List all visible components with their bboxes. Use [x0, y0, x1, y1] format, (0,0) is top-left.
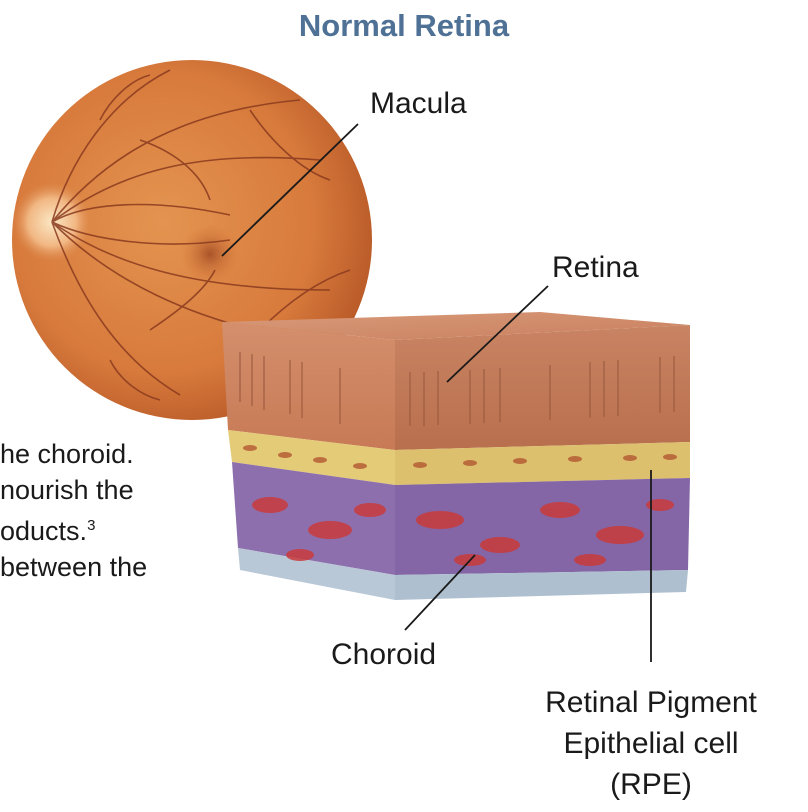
body-text-line2: nourish the [0, 472, 147, 508]
label-rpe-line3: (RPE) [500, 764, 802, 805]
body-text-line1: he choroid. [0, 436, 147, 472]
body-text-line3: oducts.3 [0, 508, 147, 549]
label-choroid: Choroid [331, 638, 436, 672]
label-macula: Macula [370, 87, 467, 121]
body-text-line3-text: oducts. [0, 516, 87, 546]
retina-cross-section [222, 312, 690, 600]
diagram-title: Normal Retina [0, 8, 808, 44]
cropped-body-text: he choroid. nourish the oducts.3 between… [0, 436, 147, 585]
footnote-ref: 3 [87, 517, 95, 534]
label-rpe-line2: Epithelial cell [500, 723, 802, 764]
body-text-line4: between the [0, 549, 147, 585]
label-retina: Retina [552, 251, 639, 285]
label-rpe: Retinal Pigment Epithelial cell (RPE) [500, 682, 802, 805]
label-rpe-line1: Retinal Pigment [500, 682, 802, 723]
